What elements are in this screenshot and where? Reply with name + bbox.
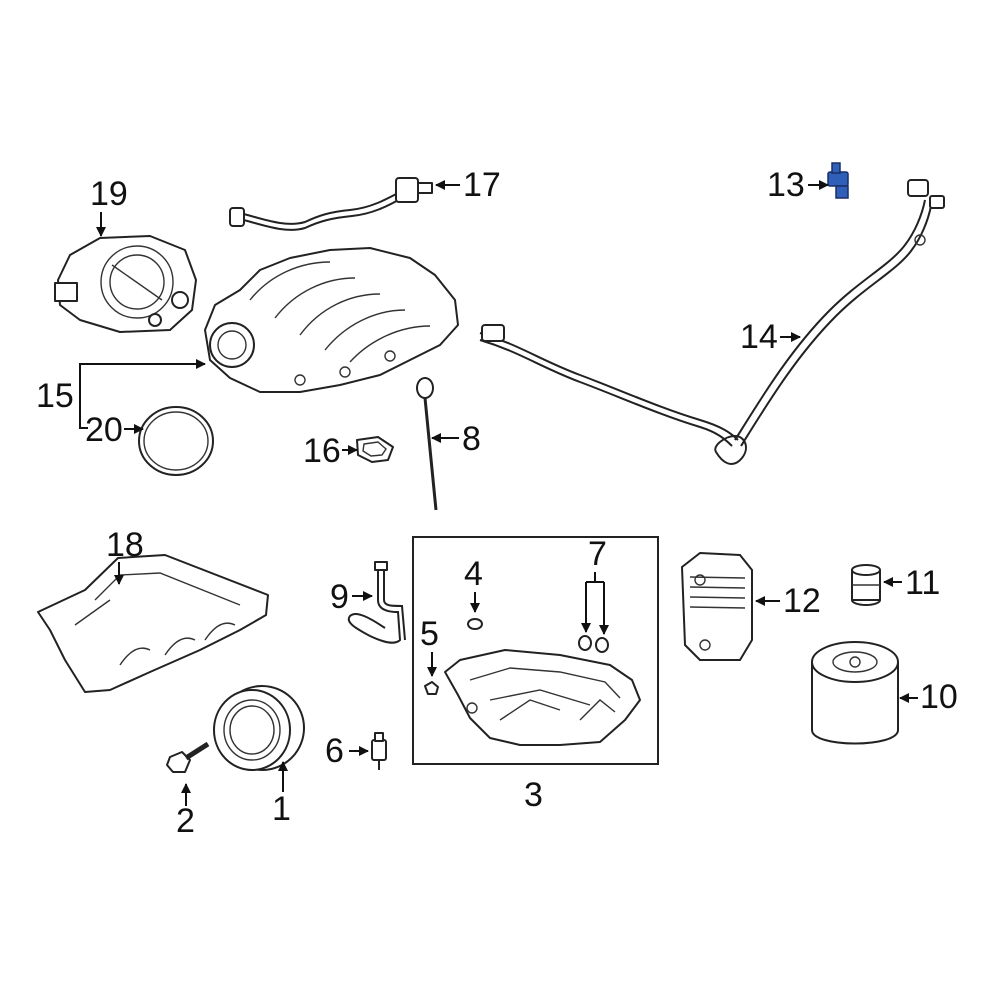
callout-10: 10 (920, 678, 958, 716)
callout-13: 13 (767, 166, 805, 204)
callout-20: 20 (85, 411, 123, 449)
leader-15-branch (79, 395, 88, 429)
oil-cooler-part[interactable] (681, 552, 753, 661)
intake-manifold-part[interactable] (204, 247, 459, 393)
drain-washer-part[interactable] (467, 618, 483, 630)
o-ring-seals-part[interactable] (578, 635, 609, 653)
callout-12: 12 (783, 582, 821, 620)
throttle-body-part[interactable] (54, 235, 197, 333)
callout-15: 15 (36, 377, 74, 415)
oil-pan-part[interactable] (444, 649, 641, 746)
callout-6: 6 (325, 732, 344, 770)
leader-15 (79, 359, 206, 395)
callout-1: 1 (272, 790, 291, 828)
callout-11: 11 (905, 564, 940, 602)
callout-14: 14 (740, 318, 778, 356)
pulley-bolt-part[interactable] (166, 741, 210, 773)
throttle-body-gasket-part[interactable] (138, 406, 214, 476)
callout-2: 2 (176, 802, 195, 840)
oil-level-sensor-part[interactable] (371, 732, 387, 770)
filter-adapter-part[interactable] (851, 564, 881, 606)
callout-16: 16 (303, 432, 341, 470)
callout-9: 9 (330, 578, 349, 616)
wiring-harness-part[interactable] (479, 179, 945, 466)
callout-19: 19 (90, 175, 128, 213)
callout-3: 3 (524, 776, 543, 814)
oil-pan-group-box (412, 536, 659, 765)
oil-filter-part[interactable] (811, 641, 899, 745)
callout-17: 17 (463, 166, 501, 204)
callout-18: 18 (106, 526, 144, 564)
oil-pressure-sensor-part[interactable] (827, 162, 849, 199)
callout-7: 7 (588, 535, 607, 573)
callout-4: 4 (464, 555, 483, 593)
crankshaft-pulley-part[interactable] (213, 685, 305, 771)
valley-cover-part[interactable] (37, 554, 269, 693)
manifold-sensor-harness-part[interactable] (229, 177, 433, 231)
drain-plug-part[interactable] (424, 681, 439, 695)
breather-tube-part[interactable] (347, 561, 406, 644)
seal-gasket-part[interactable] (356, 436, 394, 463)
callout-8: 8 (462, 420, 481, 458)
oil-dipstick-part[interactable] (416, 377, 438, 511)
callout-5: 5 (420, 615, 439, 653)
